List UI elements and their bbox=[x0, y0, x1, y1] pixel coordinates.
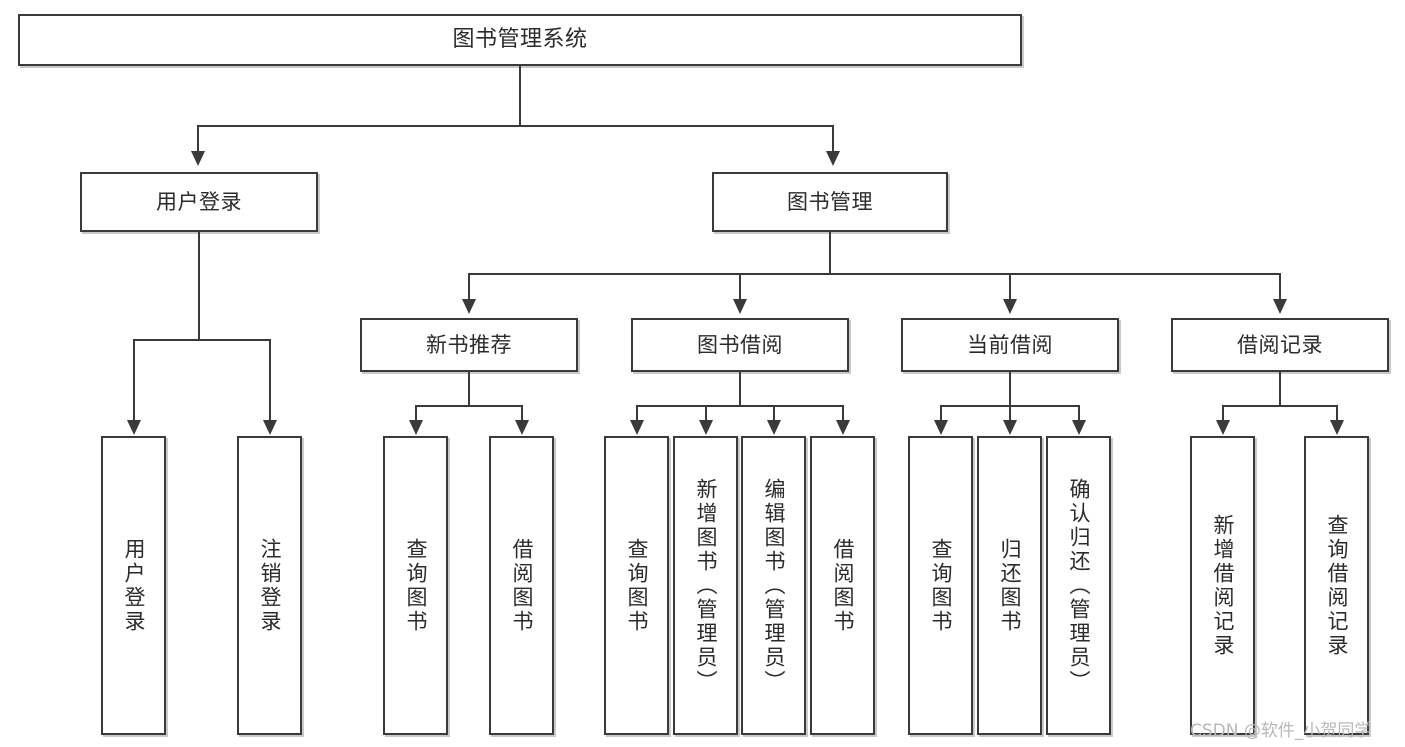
arrowhead-user-login bbox=[191, 151, 205, 166]
node-user-login[interactable]: 用户登录 bbox=[80, 172, 318, 232]
arrowhead-borrow-record bbox=[1273, 299, 1287, 314]
arrowhead-book-management bbox=[826, 151, 840, 166]
node-label: 新书推荐 bbox=[426, 332, 512, 357]
leaf-br-query-record[interactable]: 查询借阅记录 bbox=[1304, 436, 1369, 735]
connector-to-borrow-record bbox=[1279, 273, 1281, 301]
arrowhead-br-leaf-1 bbox=[1216, 420, 1230, 435]
leaf-label: 新增借阅记录 bbox=[1211, 513, 1235, 658]
arrowhead-current-borrow bbox=[1003, 299, 1017, 314]
connector-bb-leaf-2 bbox=[705, 405, 707, 422]
connector-cb-leaf-1 bbox=[940, 405, 942, 422]
connector-new-book-recommend-stem bbox=[468, 372, 470, 406]
node-book-borrow[interactable]: 图书借阅 bbox=[631, 318, 849, 372]
connector-cb-leaf-2 bbox=[1009, 405, 1011, 422]
leaf-bb-edit-book-admin[interactable]: 编辑图书（管理员） bbox=[741, 436, 806, 735]
leaf-label: 用户登录 bbox=[122, 537, 146, 634]
leaf-nbr-query-book[interactable]: 查询图书 bbox=[383, 436, 448, 735]
leaf-nbr-borrow-book[interactable]: 借阅图书 bbox=[489, 436, 554, 735]
arrowhead-nbr-leaf-2 bbox=[515, 420, 529, 435]
connector-br-leaf-1 bbox=[1222, 405, 1224, 422]
node-label: 图书管理系统 bbox=[452, 26, 588, 52]
node-label: 借阅记录 bbox=[1237, 332, 1323, 357]
leaf-logout[interactable]: 注销登录 bbox=[237, 436, 302, 735]
node-label: 图书借阅 bbox=[697, 332, 783, 357]
connector-to-leaf-logout bbox=[269, 339, 271, 422]
connector-to-book-borrow bbox=[739, 273, 741, 301]
connector-br-leaf-2 bbox=[1336, 405, 1338, 422]
arrowhead-cb-leaf-1 bbox=[934, 420, 948, 435]
connector-to-new-book-recommend bbox=[468, 273, 470, 301]
node-book-management-system[interactable]: 图书管理系统 bbox=[18, 14, 1022, 66]
leaf-bb-query-book[interactable]: 查询图书 bbox=[604, 436, 669, 735]
connector-book-borrow-stem bbox=[739, 372, 741, 406]
connector-user-login-stem bbox=[198, 232, 200, 340]
connector-new-book-recommend-bus bbox=[415, 405, 523, 407]
arrowhead-bb-leaf-1 bbox=[630, 420, 644, 435]
arrowhead-bb-leaf-3 bbox=[767, 420, 781, 435]
connector-current-borrow-stem bbox=[1009, 372, 1011, 406]
arrowhead-leaf-user-login bbox=[127, 420, 141, 435]
node-label: 用户登录 bbox=[156, 189, 242, 214]
connector-level3-bus bbox=[468, 273, 1280, 275]
connector-book-borrow-bus bbox=[636, 405, 844, 407]
connector-root-to-book-management bbox=[832, 125, 834, 153]
connector-borrow-record-stem bbox=[1279, 372, 1281, 406]
connector-book-management-stem bbox=[829, 232, 831, 274]
leaf-label: 确认归还（管理员） bbox=[1067, 477, 1091, 694]
connector-root-to-user-login bbox=[197, 125, 199, 153]
leaf-br-add-record[interactable]: 新增借阅记录 bbox=[1190, 436, 1255, 735]
leaf-label: 查询图书 bbox=[404, 537, 428, 634]
arrowhead-book-borrow bbox=[733, 299, 747, 314]
leaf-cb-return-book[interactable]: 归还图书 bbox=[977, 436, 1042, 735]
node-new-book-recommend[interactable]: 新书推荐 bbox=[360, 318, 578, 372]
connector-to-current-borrow bbox=[1009, 273, 1011, 301]
arrowhead-bb-leaf-2 bbox=[699, 420, 713, 435]
connector-borrow-record-bus bbox=[1222, 405, 1338, 407]
connector-root-bus bbox=[197, 125, 834, 127]
node-label: 图书管理 bbox=[787, 189, 873, 214]
node-label: 当前借阅 bbox=[967, 332, 1053, 357]
arrowhead-leaf-logout bbox=[263, 420, 277, 435]
arrowhead-bb-leaf-4 bbox=[836, 420, 850, 435]
leaf-label: 编辑图书（管理员） bbox=[762, 477, 786, 694]
leaf-label: 归还图书 bbox=[998, 537, 1022, 634]
leaf-user-login[interactable]: 用户登录 bbox=[101, 436, 166, 735]
leaf-bb-borrow-book[interactable]: 借阅图书 bbox=[810, 436, 875, 735]
leaf-label: 借阅图书 bbox=[510, 537, 534, 634]
node-book-management[interactable]: 图书管理 bbox=[712, 172, 948, 232]
leaf-cb-confirm-return-admin[interactable]: 确认归还（管理员） bbox=[1046, 436, 1111, 735]
leaf-label: 查询借阅记录 bbox=[1325, 513, 1349, 658]
connector-user-login-bus bbox=[133, 339, 270, 341]
connector-cb-leaf-3 bbox=[1078, 405, 1080, 422]
connector-nbr-leaf-2 bbox=[521, 405, 523, 422]
leaf-bb-add-book-admin[interactable]: 新增图书（管理员） bbox=[673, 436, 738, 735]
connector-to-leaf-user-login bbox=[133, 339, 135, 422]
node-borrow-record[interactable]: 借阅记录 bbox=[1171, 318, 1389, 372]
connector-root-stem bbox=[519, 66, 521, 126]
connector-bb-leaf-1 bbox=[636, 405, 638, 422]
arrowhead-nbr-leaf-1 bbox=[409, 420, 423, 435]
arrowhead-new-book-recommend bbox=[462, 299, 476, 314]
connector-bb-leaf-3 bbox=[773, 405, 775, 422]
leaf-label: 注销登录 bbox=[258, 537, 282, 634]
arrowhead-br-leaf-2 bbox=[1330, 420, 1344, 435]
leaf-label: 查询图书 bbox=[625, 537, 649, 634]
leaf-label: 新增图书（管理员） bbox=[694, 477, 718, 694]
node-current-borrow[interactable]: 当前借阅 bbox=[901, 318, 1119, 372]
leaf-cb-query-book[interactable]: 查询图书 bbox=[908, 436, 973, 735]
arrowhead-cb-leaf-2 bbox=[1003, 420, 1017, 435]
arrowhead-cb-leaf-3 bbox=[1072, 420, 1086, 435]
leaf-label: 查询图书 bbox=[929, 537, 953, 634]
connector-nbr-leaf-1 bbox=[415, 405, 417, 422]
leaf-label: 借阅图书 bbox=[831, 537, 855, 634]
connector-bb-leaf-4 bbox=[842, 405, 844, 422]
